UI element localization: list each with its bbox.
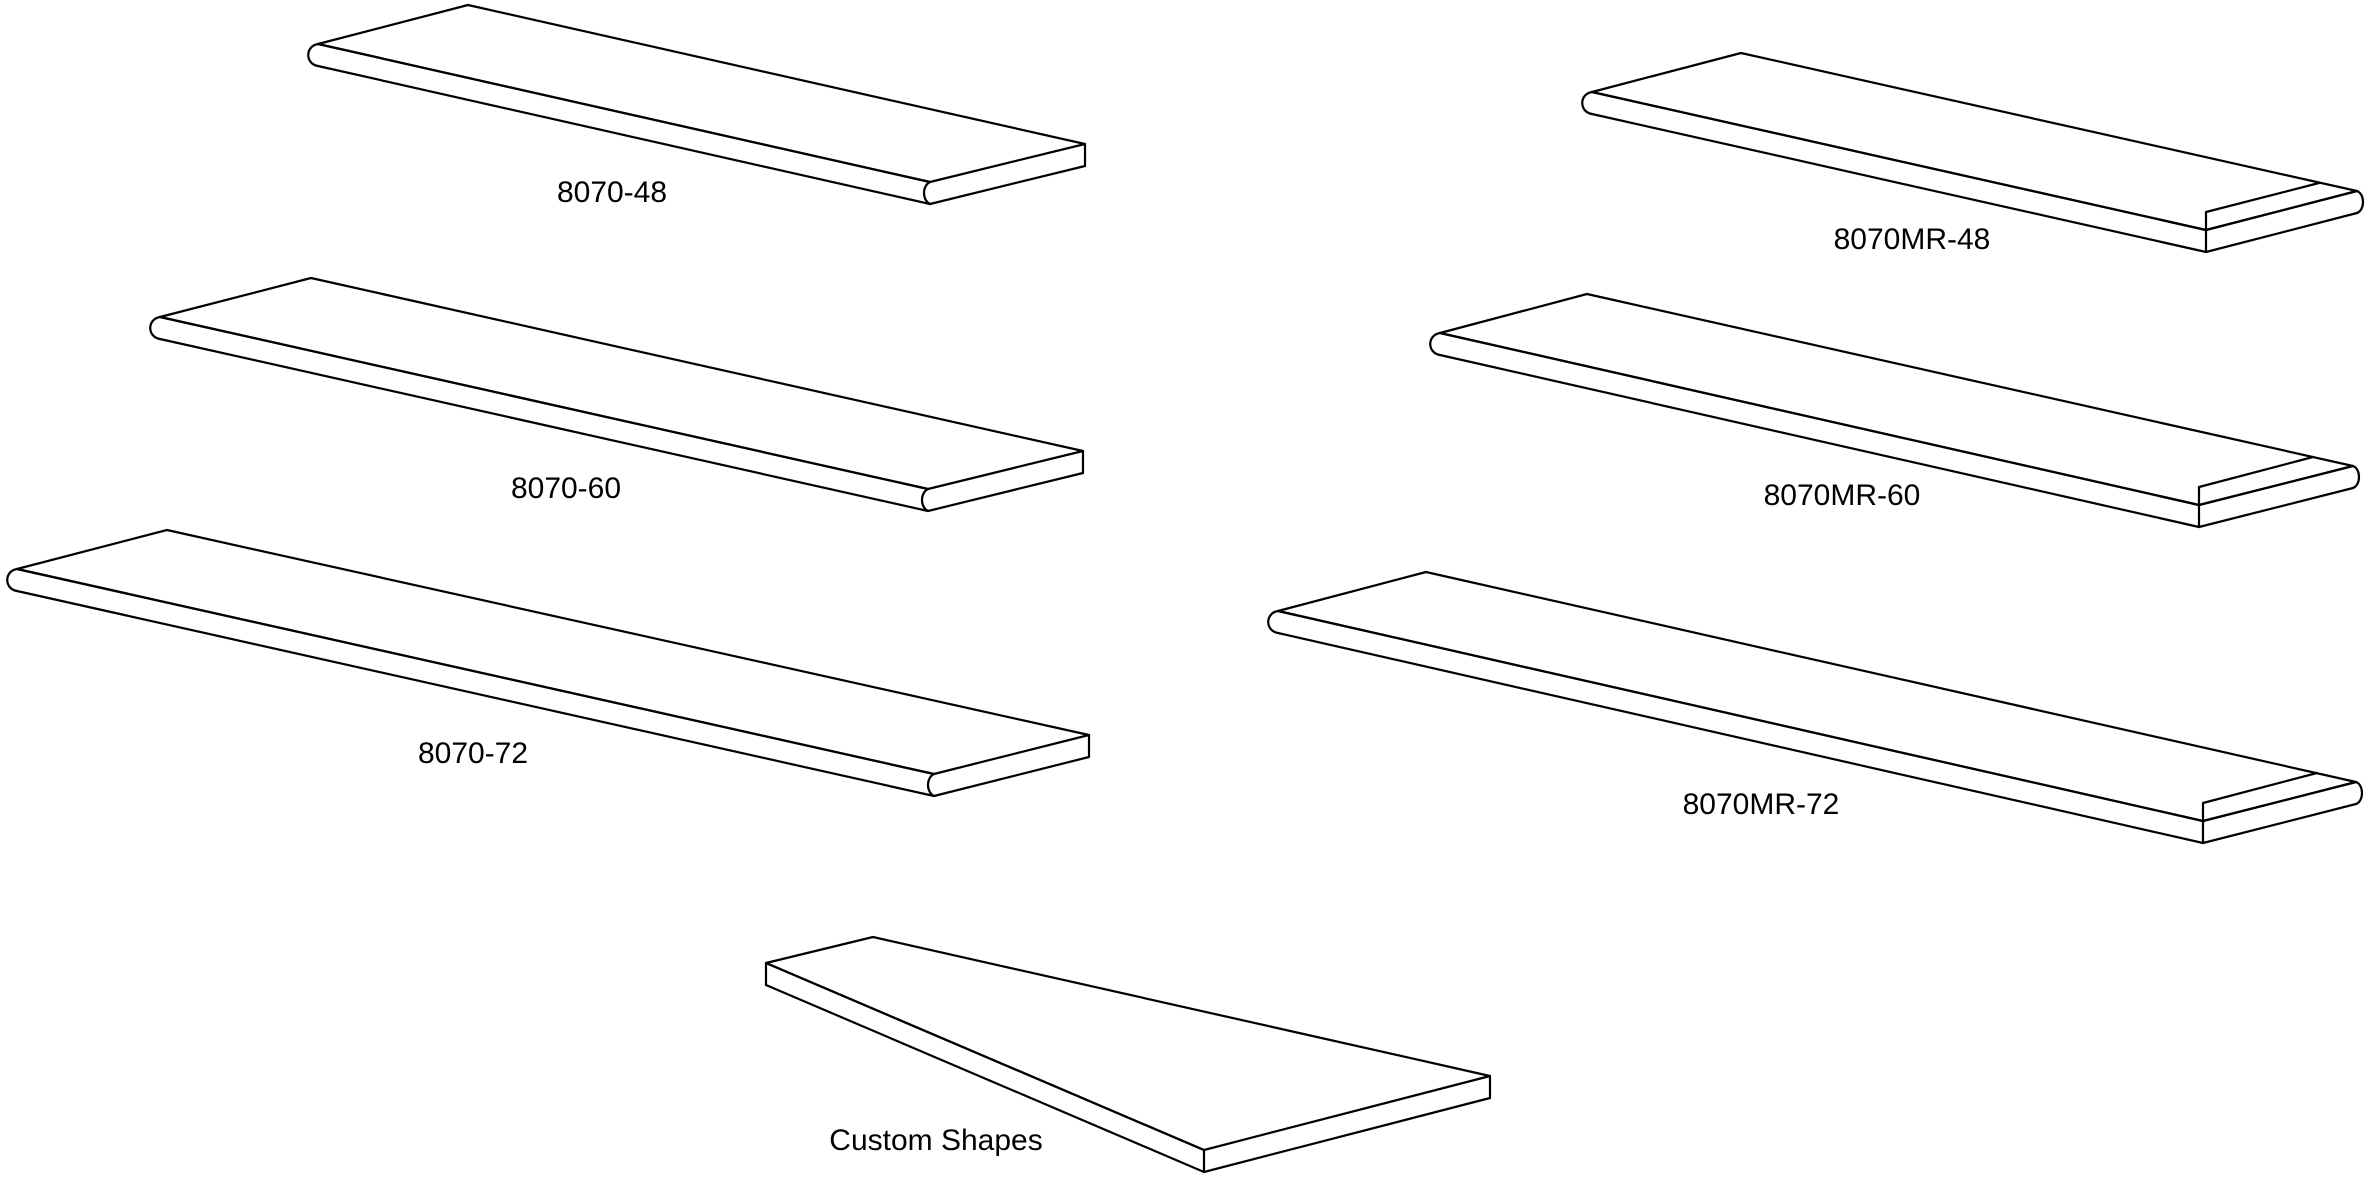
tread-custom-shape [764,935,1492,1174]
tread-8070MR-48 [1581,51,2365,254]
label-custom-shapes: Custom Shapes [829,1124,1043,1157]
tread-8070MR-72 [1267,570,2364,845]
label-8070-72: 8070-72 [417,737,529,770]
label-8070-60: 8070-60 [510,472,622,505]
label-8070MR-48: 8070MR-48 [1833,223,1991,256]
label-8070MR-60: 8070MR-60 [1763,479,1921,512]
tread-8070-48 [307,3,1087,206]
label-8070-48: 8070-48 [556,176,668,209]
tread-8070-60 [149,276,1085,513]
label-8070MR-72: 8070MR-72 [1682,788,1840,821]
tread-8070-72 [6,528,1091,798]
tread-8070MR-60 [1429,292,2361,529]
